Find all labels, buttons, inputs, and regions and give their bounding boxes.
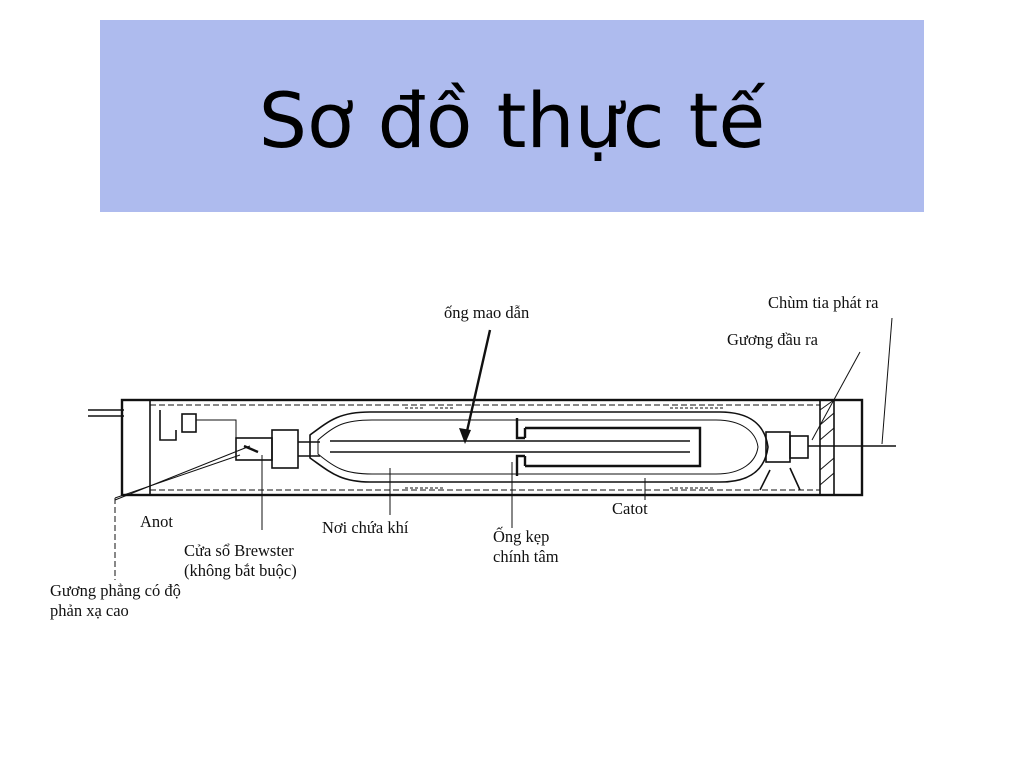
label-capillary: ống mao dẫn bbox=[444, 303, 529, 322]
slide-title: Sơ đồ thực tế bbox=[258, 76, 766, 165]
label-output-beam: Chùm tia phát ra bbox=[768, 293, 879, 312]
label-centering-clamp-line1: Ống kẹp bbox=[493, 527, 549, 546]
label-cathode: Catot bbox=[612, 499, 648, 518]
label-brewster-line2: (không bắt buộc) bbox=[184, 561, 297, 580]
label-hr-mirror-line2: phản xạ cao bbox=[50, 601, 129, 620]
leader-lines bbox=[114, 317, 893, 580]
title-band: Sơ đồ thực tế bbox=[100, 20, 924, 212]
label-gas-reservoir: Nơi chứa khí bbox=[322, 518, 409, 537]
label-hr-mirror-line1: Gương phẳng có độ bbox=[50, 581, 181, 600]
label-brewster-line1: Cửa sổ Brewster bbox=[184, 541, 294, 560]
housing bbox=[88, 398, 864, 497]
anode-assembly bbox=[159, 410, 320, 469]
label-output-mirror: Gương đầu ra bbox=[727, 330, 819, 349]
output-mirror-assembly bbox=[759, 431, 896, 491]
label-centering-clamp-line2: chính tâm bbox=[493, 547, 559, 566]
cathode-cylinder bbox=[515, 418, 702, 476]
glass-envelope bbox=[309, 411, 769, 483]
label-anode: Anot bbox=[140, 512, 173, 531]
